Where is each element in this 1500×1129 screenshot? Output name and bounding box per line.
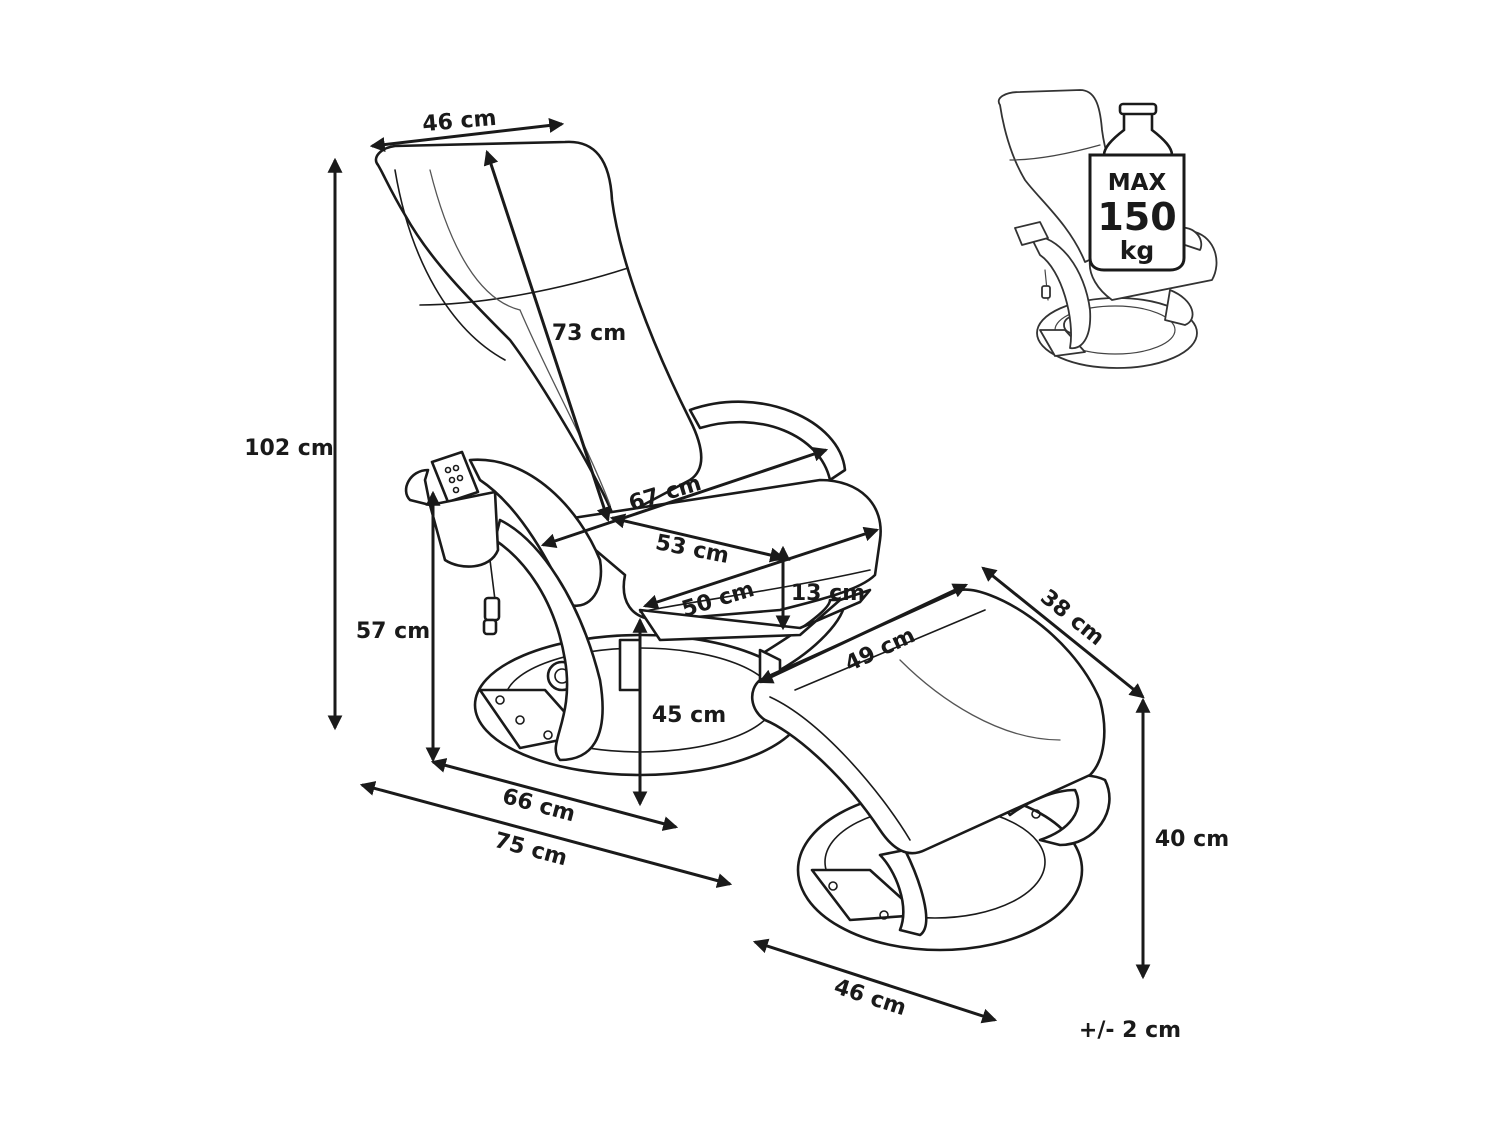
label-armrest-height: 57 cm — [356, 619, 430, 644]
ottoman-rocker-front — [878, 848, 928, 937]
remote-holder-hook — [404, 468, 432, 507]
arrow-seat-width — [642, 526, 880, 610]
label-total-height: 102 cm — [244, 436, 334, 461]
side-pocket — [428, 490, 500, 568]
weight-badge-unit: kg — [1120, 236, 1155, 265]
arrow-ottoman-base — [752, 938, 998, 1024]
arrow-total-depth — [359, 781, 733, 888]
dimension-lines — [327, 118, 1151, 1024]
label-total-depth: 75 cm — [492, 828, 570, 871]
arrow-backrest-width — [369, 118, 565, 152]
label-seat-thickness: 13 cm — [791, 581, 865, 606]
remote-control — [430, 450, 480, 504]
arrow-ottoman-length — [757, 583, 969, 684]
label-tolerance: +/- 2 cm — [1079, 1018, 1181, 1043]
weight-capacity-thumbnail: MAX 150 kg — [997, 89, 1218, 369]
label-backrest-length: 73 cm — [552, 321, 626, 346]
backrest — [374, 140, 703, 522]
weight-body — [1088, 153, 1186, 272]
label-ottoman-height: 40 cm — [1155, 827, 1229, 852]
weight-handle — [1102, 108, 1174, 157]
weight-badge-max: MAX — [1108, 170, 1167, 196]
arrow-ottoman-width — [981, 566, 1145, 699]
label-seat-height: 45 cm — [652, 703, 726, 728]
label-ottoman-base: 46 cm — [831, 974, 909, 1021]
rear-rocker-arm — [688, 400, 847, 482]
arrow-chair-width — [540, 446, 829, 549]
weight-badge-value: 150 — [1097, 195, 1176, 239]
